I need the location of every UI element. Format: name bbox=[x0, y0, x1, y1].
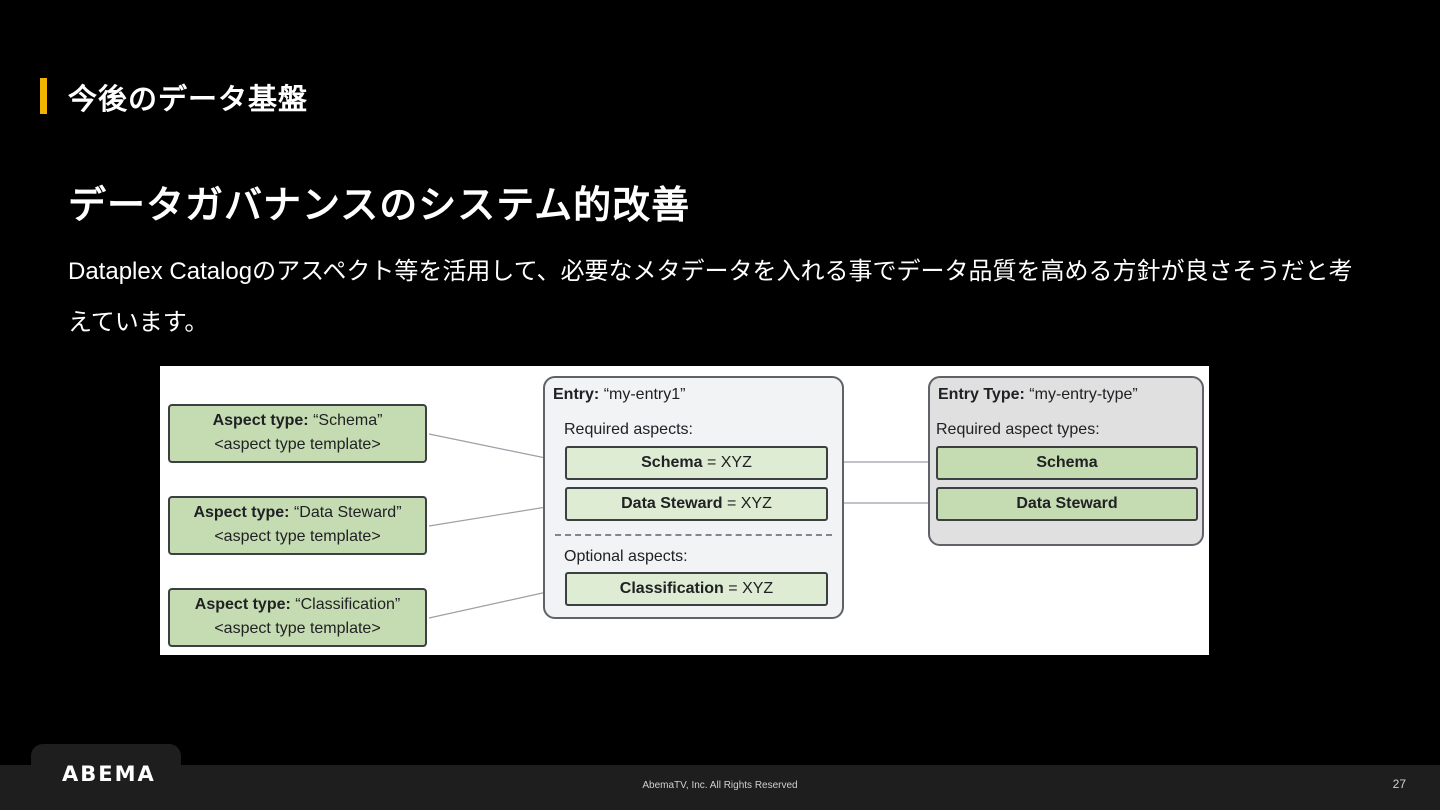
aspect-type-name: “Schema” bbox=[313, 412, 383, 429]
entry-field-data-steward: Data Steward = XYZ bbox=[565, 487, 828, 521]
aspect-type-name: “Data Steward” bbox=[293, 504, 402, 521]
logo-tab bbox=[31, 744, 181, 810]
aspect-type-label: Aspect type: bbox=[212, 412, 309, 429]
connector-steward-aspect bbox=[428, 503, 566, 527]
field-name: Data Steward bbox=[621, 495, 723, 512]
entry-type-panel: Entry Type: “my-entry-type” Required asp… bbox=[928, 376, 1204, 546]
connector-classification-aspect bbox=[428, 587, 566, 619]
aspect-type-label: Aspect type: bbox=[194, 596, 291, 613]
field-value: = XYZ bbox=[726, 495, 772, 512]
aspect-type-label: Aspect type: bbox=[193, 504, 290, 521]
connector-lines bbox=[428, 433, 935, 619]
slide-heading: データガバナンスのシステム的改善 bbox=[68, 183, 691, 227]
aspect-type-card-data-steward: Aspect type: “Data Steward” <aspect type… bbox=[168, 496, 427, 555]
section-accent-bar bbox=[40, 78, 47, 114]
aspect-type-card-schema: Aspect type: “Schema” <aspect type templ… bbox=[168, 404, 427, 463]
required-aspect-types-label: Required aspect types: bbox=[936, 421, 1100, 438]
optional-aspects-label: Optional aspects: bbox=[564, 548, 688, 565]
footer-bar bbox=[0, 765, 1440, 810]
entry-type-field-schema: Schema bbox=[936, 446, 1198, 480]
entry-title: Entry: “my-entry1” bbox=[553, 386, 685, 404]
page-number: 27 bbox=[1392, 777, 1406, 791]
aspect-type-template: <aspect type template> bbox=[214, 528, 381, 545]
aspect-type-template: <aspect type template> bbox=[214, 620, 381, 637]
copyright-text: AbemaTV, Inc. All Rights Reserved bbox=[642, 780, 798, 791]
entry-field-classification: Classification = XYZ bbox=[565, 572, 828, 606]
aspect-type-card-classification: Aspect type: “Classification” <aspect ty… bbox=[168, 588, 427, 647]
abema-logo: ABEMA bbox=[62, 762, 156, 786]
entry-label: Entry: bbox=[553, 386, 600, 403]
aspect-type-template: <aspect type template> bbox=[214, 436, 381, 453]
field-value: = XYZ bbox=[728, 580, 774, 597]
optional-divider bbox=[555, 534, 832, 536]
section-title: 今後のデータ基盤 bbox=[68, 82, 309, 116]
slide-body-text: Dataplex Catalogのアスペクト等を活用して、必要なメタデータを入れ… bbox=[68, 258, 1353, 336]
entry-type-name: “my-entry-type” bbox=[1029, 386, 1138, 403]
entry-panel: Entry: “my-entry1” Required aspects: Sch… bbox=[543, 376, 844, 619]
entry-field-schema: Schema = XYZ bbox=[565, 446, 828, 480]
aspect-type-name: “Classification” bbox=[295, 596, 401, 613]
dataplex-aspect-diagram: Aspect type: “Schema” <aspect type templ… bbox=[160, 366, 1209, 655]
required-aspects-label: Required aspects: bbox=[564, 421, 693, 438]
field-value: = XYZ bbox=[706, 454, 752, 471]
entry-type-title: Entry Type: “my-entry-type” bbox=[938, 386, 1138, 404]
field-name: Schema bbox=[641, 454, 703, 471]
entry-type-label: Entry Type: bbox=[938, 386, 1025, 403]
field-name: Classification bbox=[619, 580, 724, 597]
entry-name: “my-entry1” bbox=[603, 386, 686, 403]
connector-schema-aspect bbox=[428, 433, 566, 463]
entry-type-field-data-steward: Data Steward bbox=[936, 487, 1198, 521]
